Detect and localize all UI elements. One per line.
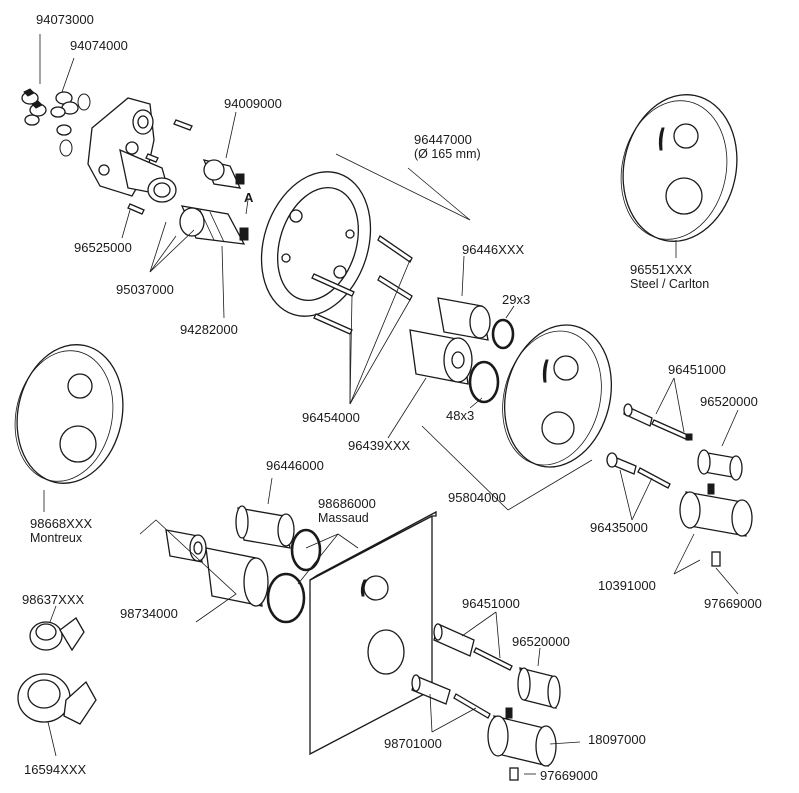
handle-18097000-part [487,707,557,767]
label-98637xxx: 98637XXX [22,592,85,607]
label-96451000-top: 96451000 [668,362,726,377]
label-96435000: 96435000 [590,520,648,535]
label-98701000: 98701000 [384,736,442,751]
cross-handle-16594xxx-part [17,673,97,725]
label-97669000-bottom: 97669000 [540,768,598,783]
set-screw-97669000-bottom-part [509,767,519,781]
label-98686000: 98686000 Massaud [318,496,376,526]
screw-96525000-part [127,119,193,215]
screw-96454000-part [311,235,413,335]
o-ring-98686000-small-part [290,528,322,572]
cap-96520000-part [697,449,743,481]
label-98686000-number: 98686000 [318,496,376,511]
o-ring-29x3-part [491,318,515,350]
label-16594xxx: 16594XXX [24,762,87,777]
label-29x3: 29x3 [502,292,531,307]
trim-plate-95804000-part [502,324,613,468]
handle-10391000-part [679,483,753,537]
label-94074000: 94074000 [70,38,128,53]
label-96551xxx-number: 96551XXX [630,262,693,277]
o-ring-48x3-part [468,360,500,404]
label-98668xxx-variant: Montreux [30,531,83,545]
label-96520000-top: 96520000 [700,394,758,409]
cross-handle-98637xxx-part [29,617,85,652]
cartridge-94073000-part [21,88,47,126]
square-trim-plate-part [309,510,437,756]
label-96454000: 96454000 [302,410,360,425]
label-94282000: 94282000 [180,322,238,337]
label-96446xxx: 96446XXX [462,242,525,257]
label-marker-a: A [244,190,254,205]
label-96451000-bottom: 96451000 [462,596,520,611]
label-96447000-size: (Ø 165 mm) [414,147,481,161]
label-96551xxx: 96551XXX Steel / Carlton [630,262,709,292]
label-96551xxx-variant: Steel / Carlton [630,277,710,291]
cartridge-94009000-part [202,159,245,189]
trim-plate-96551xxx-part [620,94,738,242]
seal-ring-part [59,93,91,157]
sleeve-96446000-part [235,505,295,549]
label-48x3: 48x3 [446,408,475,423]
spindle-96451000-bottom-part [433,623,513,671]
label-96525000: 96525000 [74,240,132,255]
label-95037000: 95037000 [116,282,174,297]
label-96520000-bottom: 96520000 [512,634,570,649]
wall-plate-96447000-part [260,171,372,317]
label-10391000: 10391000 [598,578,656,593]
spindle-96435000-part [606,452,671,489]
label-18097000: 18097000 [588,732,646,747]
extension-sleeve-part [409,297,491,385]
label-98686000-variant: Massaud [318,511,369,525]
o-ring-98686000-large-part [266,572,306,624]
label-96447000: 96447000 (Ø 165 mm) [414,132,481,162]
cartridge-94074000-part [50,91,79,136]
label-98668xxx-number: 98668XXX [30,516,93,531]
label-98734000: 98734000 [120,606,178,621]
valve-body-part [87,97,177,203]
spindle-96451000-part [623,403,693,441]
trim-plate-98668xxx-part [14,344,124,484]
set-screw-97669000-part [711,551,721,567]
label-94009000: 94009000 [224,96,282,111]
thermostat-cartridge-part [179,199,249,245]
label-94073000: 94073000 [36,12,94,27]
label-96447000-number: 96447000 [414,132,472,147]
spindle-98701000-part [411,674,491,719]
cap-96520000-bottom-part [517,667,561,709]
label-96446000: 96446000 [266,458,324,473]
label-97669000-top: 97669000 [704,596,762,611]
label-96439xxx: 96439XXX [348,438,411,453]
label-95804000: 95804000 [448,490,506,505]
label-98668xxx: 98668XXX Montreux [30,516,92,546]
